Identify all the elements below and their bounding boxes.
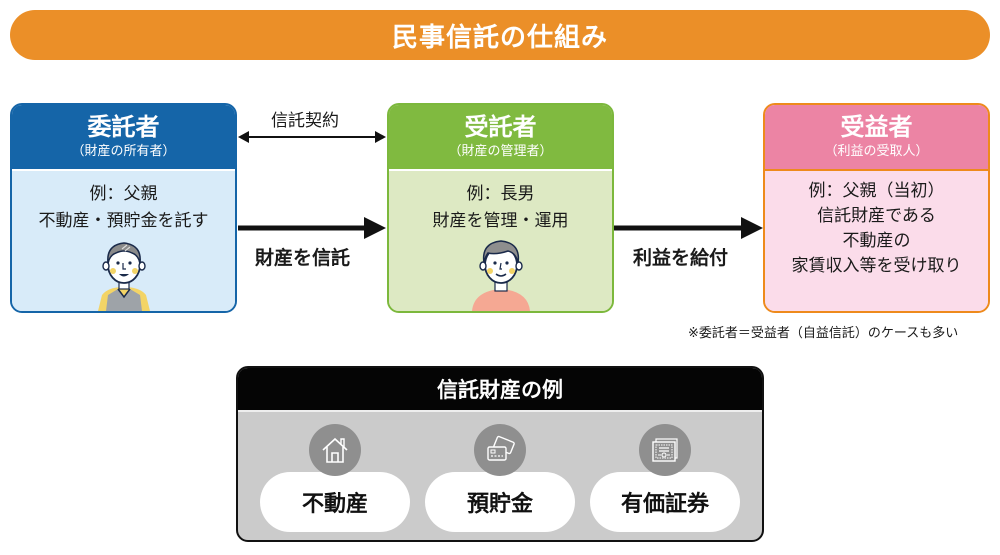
trustee-header: 受託者 （財産の管理者） — [389, 105, 612, 169]
credit-card-icon — [487, 435, 515, 461]
beneficiary-role: （利益の受取人） — [824, 144, 929, 159]
house-icon — [322, 437, 348, 463]
certificate-icon — [652, 438, 678, 462]
example-item: 有価証券 — [590, 424, 740, 536]
beneficiary-body: 例：父親（当初） 信託財産である 不動産の 家賃収入等を受け取り — [765, 169, 988, 311]
settlor-role: （財産の所有者） — [71, 144, 176, 159]
beneficiary-line-2: 不動産の — [842, 231, 911, 251]
settlor-box: 委託者 （財産の所有者） 例：父親 不動産・預貯金を託す — [10, 103, 237, 313]
young-man-icon — [471, 240, 530, 311]
beneficiary-example: 例：父親（当初） — [808, 181, 945, 201]
settlor-body: 例：父親 不動産・預貯金を託す — [12, 169, 235, 311]
footnote: ※委託者＝受益者（自益信託）のケースも多い — [688, 326, 959, 341]
trustee-name: 受託者 — [464, 113, 537, 141]
settlor-name: 委託者 — [87, 113, 160, 141]
trustee-example: 例：長男 — [466, 184, 535, 204]
title-banner: 民事信託の仕組み — [10, 10, 990, 60]
page-title: 民事信託の仕組み — [391, 22, 608, 53]
example-savings: 預貯金 — [425, 472, 575, 532]
example-securities: 有価証券 — [590, 472, 740, 532]
trustee-role: （財産の管理者） — [448, 144, 553, 159]
elderly-man-icon — [97, 242, 150, 311]
beneficiary-name: 受益者 — [840, 113, 913, 141]
settlor-header: 委託者 （財産の所有者） — [12, 105, 235, 169]
benefit-label: 利益を給付 — [633, 247, 729, 269]
trustee-box: 受託者 （財産の管理者） 例：長男 財産を管理・運用 — [387, 103, 614, 313]
trust-property-examples: 信託財産の例 不動産 預貯金 有価証券 — [236, 366, 764, 542]
trustee-body: 例：長男 財産を管理・運用 — [389, 169, 612, 311]
beneficiary-header: 受益者 （利益の受取人） — [765, 105, 988, 169]
contract-label: 信託契約 — [271, 111, 339, 131]
beneficiary-box: 受益者 （利益の受取人） 例：父親（当初） 信託財産である 不動産の 家賃収入等… — [763, 103, 990, 313]
beneficiary-line-1: 信託財産である — [817, 206, 936, 226]
example-item: 不動産 — [260, 424, 410, 536]
example-item: 預貯金 — [425, 424, 575, 536]
contract-arrow — [238, 131, 386, 143]
beneficiary-line-3: 家賃収入等を受け取り — [791, 256, 962, 276]
settlor-example: 例：父親 — [89, 184, 158, 204]
trustee-action: 財産を管理・運用 — [432, 211, 569, 231]
settlor-action: 不動産・預貯金を託す — [38, 211, 209, 231]
benefit-arrow — [614, 217, 763, 239]
examples-title: 信託財産の例 — [238, 368, 762, 412]
entrust-arrow — [238, 217, 386, 239]
example-real-estate: 不動産 — [260, 472, 410, 532]
entrust-label: 財産を信託 — [255, 247, 351, 269]
